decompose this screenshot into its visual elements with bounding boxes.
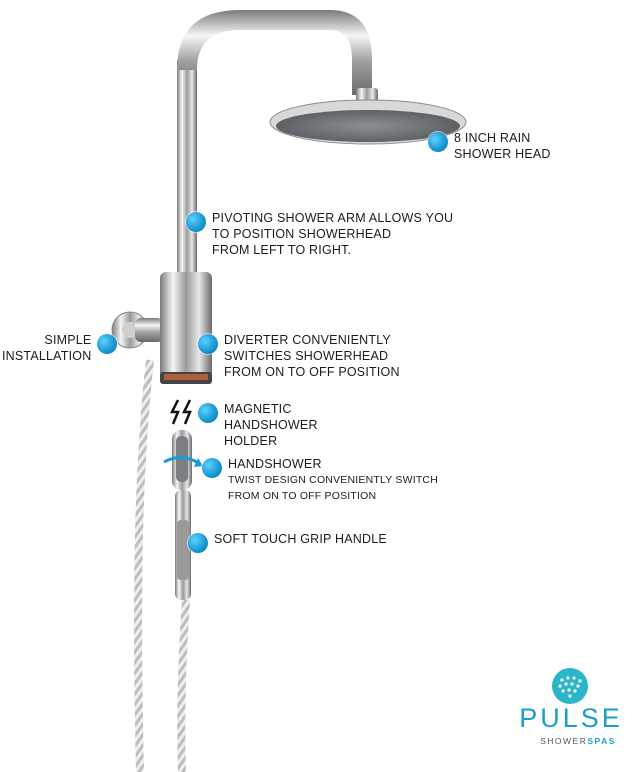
callout-dot-icon	[97, 334, 118, 354]
callout-line: SHOWER HEAD	[454, 147, 551, 161]
callout-line: HANDSHOWER	[224, 418, 318, 432]
pipe-bend	[177, 10, 372, 95]
callout-line: FROM LEFT TO RIGHT.	[212, 243, 352, 257]
magnet-bolt-1	[169, 399, 180, 425]
pulse-logo-icon	[552, 668, 588, 704]
callout-title: HANDSHOWER	[228, 457, 322, 471]
callout-line: DIVERTER CONVENIENTLY	[224, 333, 391, 347]
brand-subtitle: SHOWERSPAS	[528, 736, 628, 746]
callout-dot-icon	[428, 132, 448, 152]
callout-line: SWITCHES SHOWERHEAD	[224, 349, 389, 363]
callout-line: TO POSITION SHOWERHEAD	[212, 227, 392, 241]
callout-line: FROM ON TO OFF POSITION	[224, 365, 400, 379]
callout-rain-head: 8 INCH RAIN SHOWER HEAD	[428, 130, 551, 162]
callout-pivot-arm: PIVOTING SHOWER ARM ALLOWS YOU TO POSITI…	[186, 210, 453, 258]
callout-line: SIMPLE	[44, 333, 92, 347]
callout-line: SOFT TOUCH GRIP HANDLE	[214, 532, 387, 546]
callout-install: SIMPLE INSTALLATION	[2, 332, 118, 364]
callout-line: MAGNETIC	[224, 402, 292, 416]
callout-line: 8 INCH RAIN	[454, 131, 531, 145]
callout-line: HOLDER	[224, 434, 278, 448]
callout-dot-icon	[198, 403, 218, 423]
wall-mount-elbow	[135, 318, 163, 342]
callout-subline: FROM ON TO OFF POSITION	[228, 490, 377, 502]
callout-handshower: HANDSHOWER TWIST DESIGN CONVENIENTLY SWI…	[202, 456, 438, 504]
magnet-bolt-2	[181, 399, 192, 425]
callout-line: INSTALLATION	[2, 349, 92, 363]
callout-subline: TWIST DESIGN CONVENIENTLY SWITCH	[228, 474, 439, 486]
callout-dot-icon	[186, 212, 206, 232]
brand-name: PULSE	[519, 703, 623, 733]
callout-dot-icon	[198, 334, 218, 354]
hose-left	[134, 359, 154, 772]
callout-dot-icon	[188, 533, 208, 553]
brand-sub-a: SHOWER	[540, 736, 588, 746]
callout-grip: SOFT TOUCH GRIP HANDLE	[188, 531, 387, 553]
callout-line: PIVOTING SHOWER ARM ALLOWS YOU	[212, 211, 454, 225]
brand-sub-b: SPAS	[587, 736, 616, 746]
callout-diverter: DIVERTER CONVENIENTLY SWITCHES SHOWERHEA…	[198, 332, 400, 380]
hose-right	[177, 599, 190, 772]
diverter-body	[160, 272, 212, 380]
callout-dot-icon	[202, 458, 222, 478]
rain-head-face	[276, 110, 460, 142]
callout-magnetic: MAGNETIC HANDSHOWER HOLDER	[198, 401, 318, 449]
